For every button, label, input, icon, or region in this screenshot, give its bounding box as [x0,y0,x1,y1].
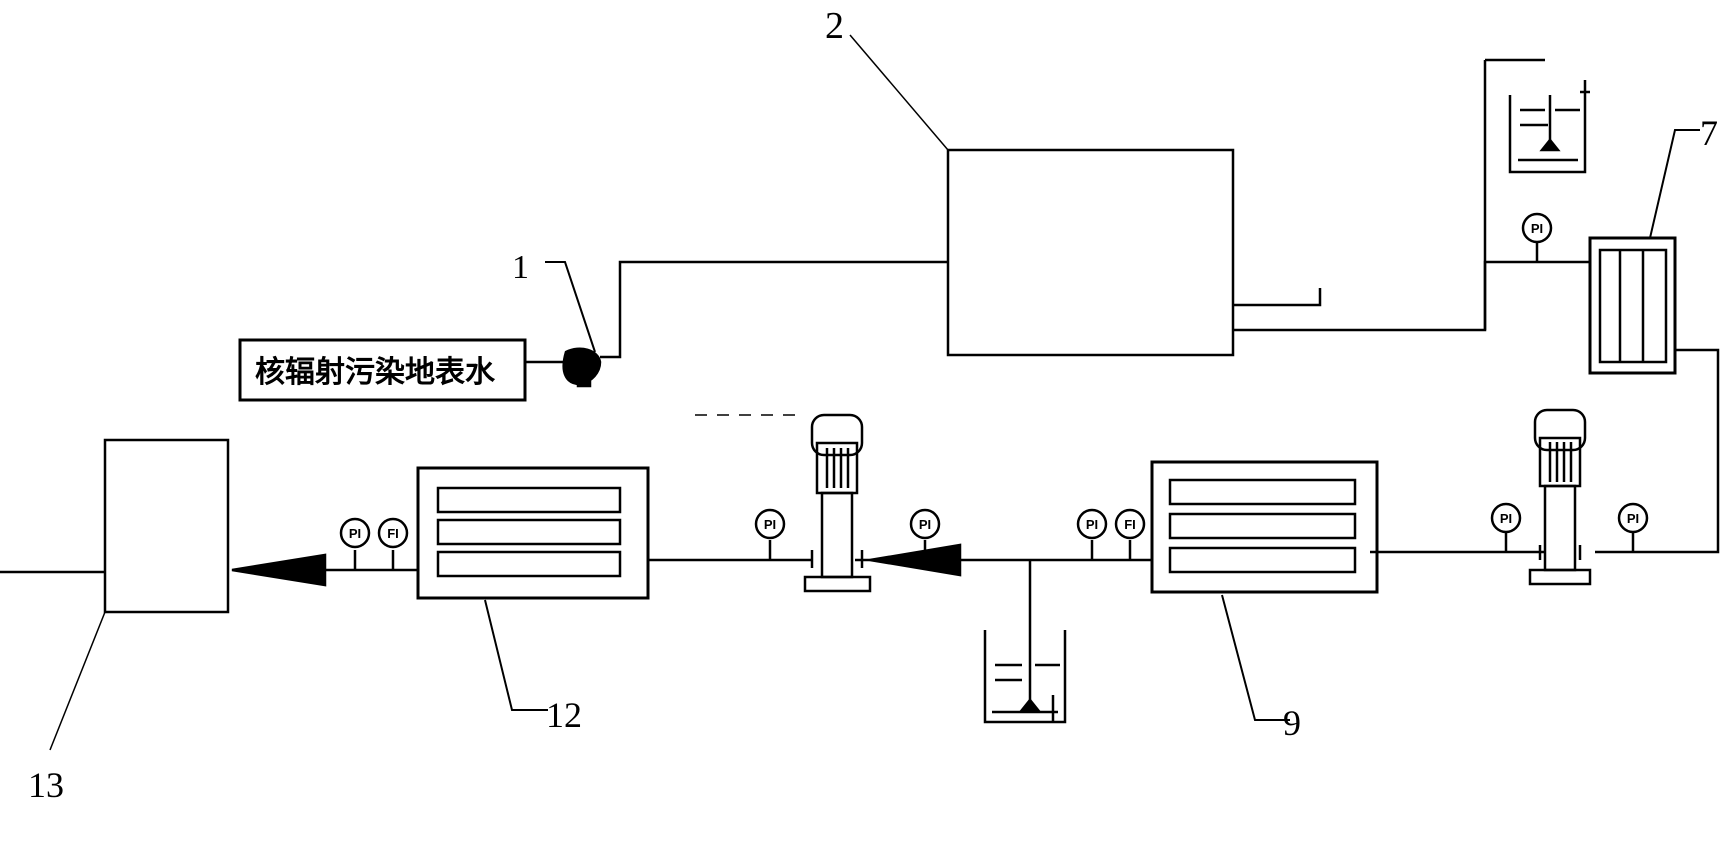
membrane-module-12 [416,466,650,600]
leader-13 [49,611,106,751]
leader-1 [545,261,596,353]
flow-arrow-middle [869,543,962,577]
pressure-gauge-12 [339,517,371,570]
dosing-tank-bottom [983,630,1067,724]
pipe-filter-7-down [1595,348,1720,554]
callout-12: 12 [546,695,582,735]
membrane-module-9 [1150,460,1379,594]
feed-pump-1 [525,347,602,388]
callout-13: 13 [28,765,64,805]
cartridge-filter-7 [1588,236,1677,375]
flow-indicator-9 [1114,508,1146,560]
gauge-label-pump-left: PI [764,517,776,532]
callout-9: 9 [1283,703,1301,743]
pressure-gauge-pump-right-out [1490,502,1522,552]
pipe-pump-to-tank [600,260,948,359]
pressure-gauge-pump-right-in [1617,502,1649,552]
high-pressure-pump-left [803,413,872,593]
gauge-label-pi-9: PI [1086,517,1098,532]
product-tank-13 [103,438,230,614]
gauge-label-fi-12: FI [387,526,399,541]
callout-1: 1 [512,249,529,286]
source-water-box [238,338,527,402]
tank-2 [946,148,1235,357]
tank-2-overflow-stub [1233,288,1322,307]
leader-9 [1221,594,1290,721]
leader-7 [1649,129,1700,239]
gauge-label-pi-12: PI [349,526,361,541]
source-water-label: 核辐射污染地表水 [255,355,496,390]
high-pressure-pump-right [1528,408,1592,586]
pressure-gauge-9 [1076,508,1108,560]
flow-arrow-left [231,553,327,587]
pressure-gauge-pump-left [754,508,786,560]
pressure-gauge-top [1521,212,1553,262]
flow-indicator-12 [377,517,409,570]
callout-7: 7 [1700,113,1718,153]
leader-12 [484,599,548,711]
gauge-label-top: PI [1531,221,1543,236]
pressure-gauge-mid [909,508,941,560]
pipe-tank-to-filter-7 [1233,260,1590,332]
gauge-label-pump-right-in: PI [1627,511,1639,526]
leader-2 [849,34,949,151]
gauge-label-fi-9: FI [1124,517,1136,532]
gauge-label-pump-right-out: PI [1500,511,1512,526]
gauge-label-mid: PI [919,517,931,532]
dosing-tank-top [1508,80,1590,174]
callout-2: 2 [825,5,844,47]
